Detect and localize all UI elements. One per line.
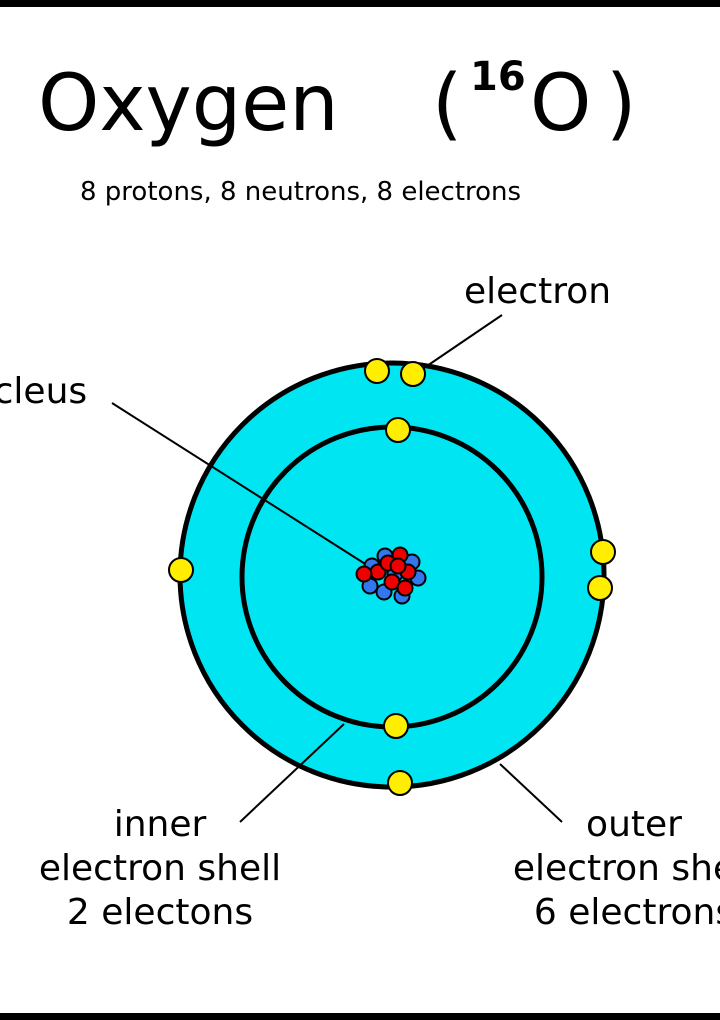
inner-electron [385, 417, 411, 443]
proton [355, 565, 373, 583]
inner-shell-label-line-1: inner [114, 804, 207, 845]
inner-electron [383, 713, 409, 739]
proton [396, 579, 414, 597]
proton [389, 557, 407, 575]
electron-label: electron [464, 271, 611, 312]
title-close-paren: ) [606, 59, 636, 149]
outer-electron [168, 557, 194, 583]
outer-shell-label-line-2: electron shell [513, 848, 720, 889]
outer-shell-label-line-3: 6 electrons [534, 892, 720, 933]
outer-shell-leader-line [499, 763, 563, 823]
nucleus [355, 546, 427, 605]
title-element: Oxygen [38, 59, 339, 149]
inner-shell-label-line-2: electron shell [39, 848, 281, 889]
outer-shell-label-line-1: outer [586, 804, 682, 845]
nucleus-leader-line [111, 402, 371, 568]
nucleus-label: nucleus [0, 371, 87, 412]
title-mass-number: 16 [470, 54, 526, 100]
electron-leader-line [423, 314, 503, 369]
outer-electron [587, 575, 613, 601]
outer-electron [387, 770, 413, 796]
outer-electron [364, 358, 390, 384]
inner-shell-leader-line [239, 723, 345, 823]
subtitle: 8 protons, 8 neutrons, 8 electrons [80, 177, 521, 207]
outer-electron [400, 361, 426, 387]
outer-electron [590, 539, 616, 565]
title-symbol: O [530, 59, 591, 149]
inner-shell-label-line-3: 2 electons [67, 892, 253, 933]
electrons [168, 358, 616, 796]
title-open-paren: ( [432, 59, 462, 149]
